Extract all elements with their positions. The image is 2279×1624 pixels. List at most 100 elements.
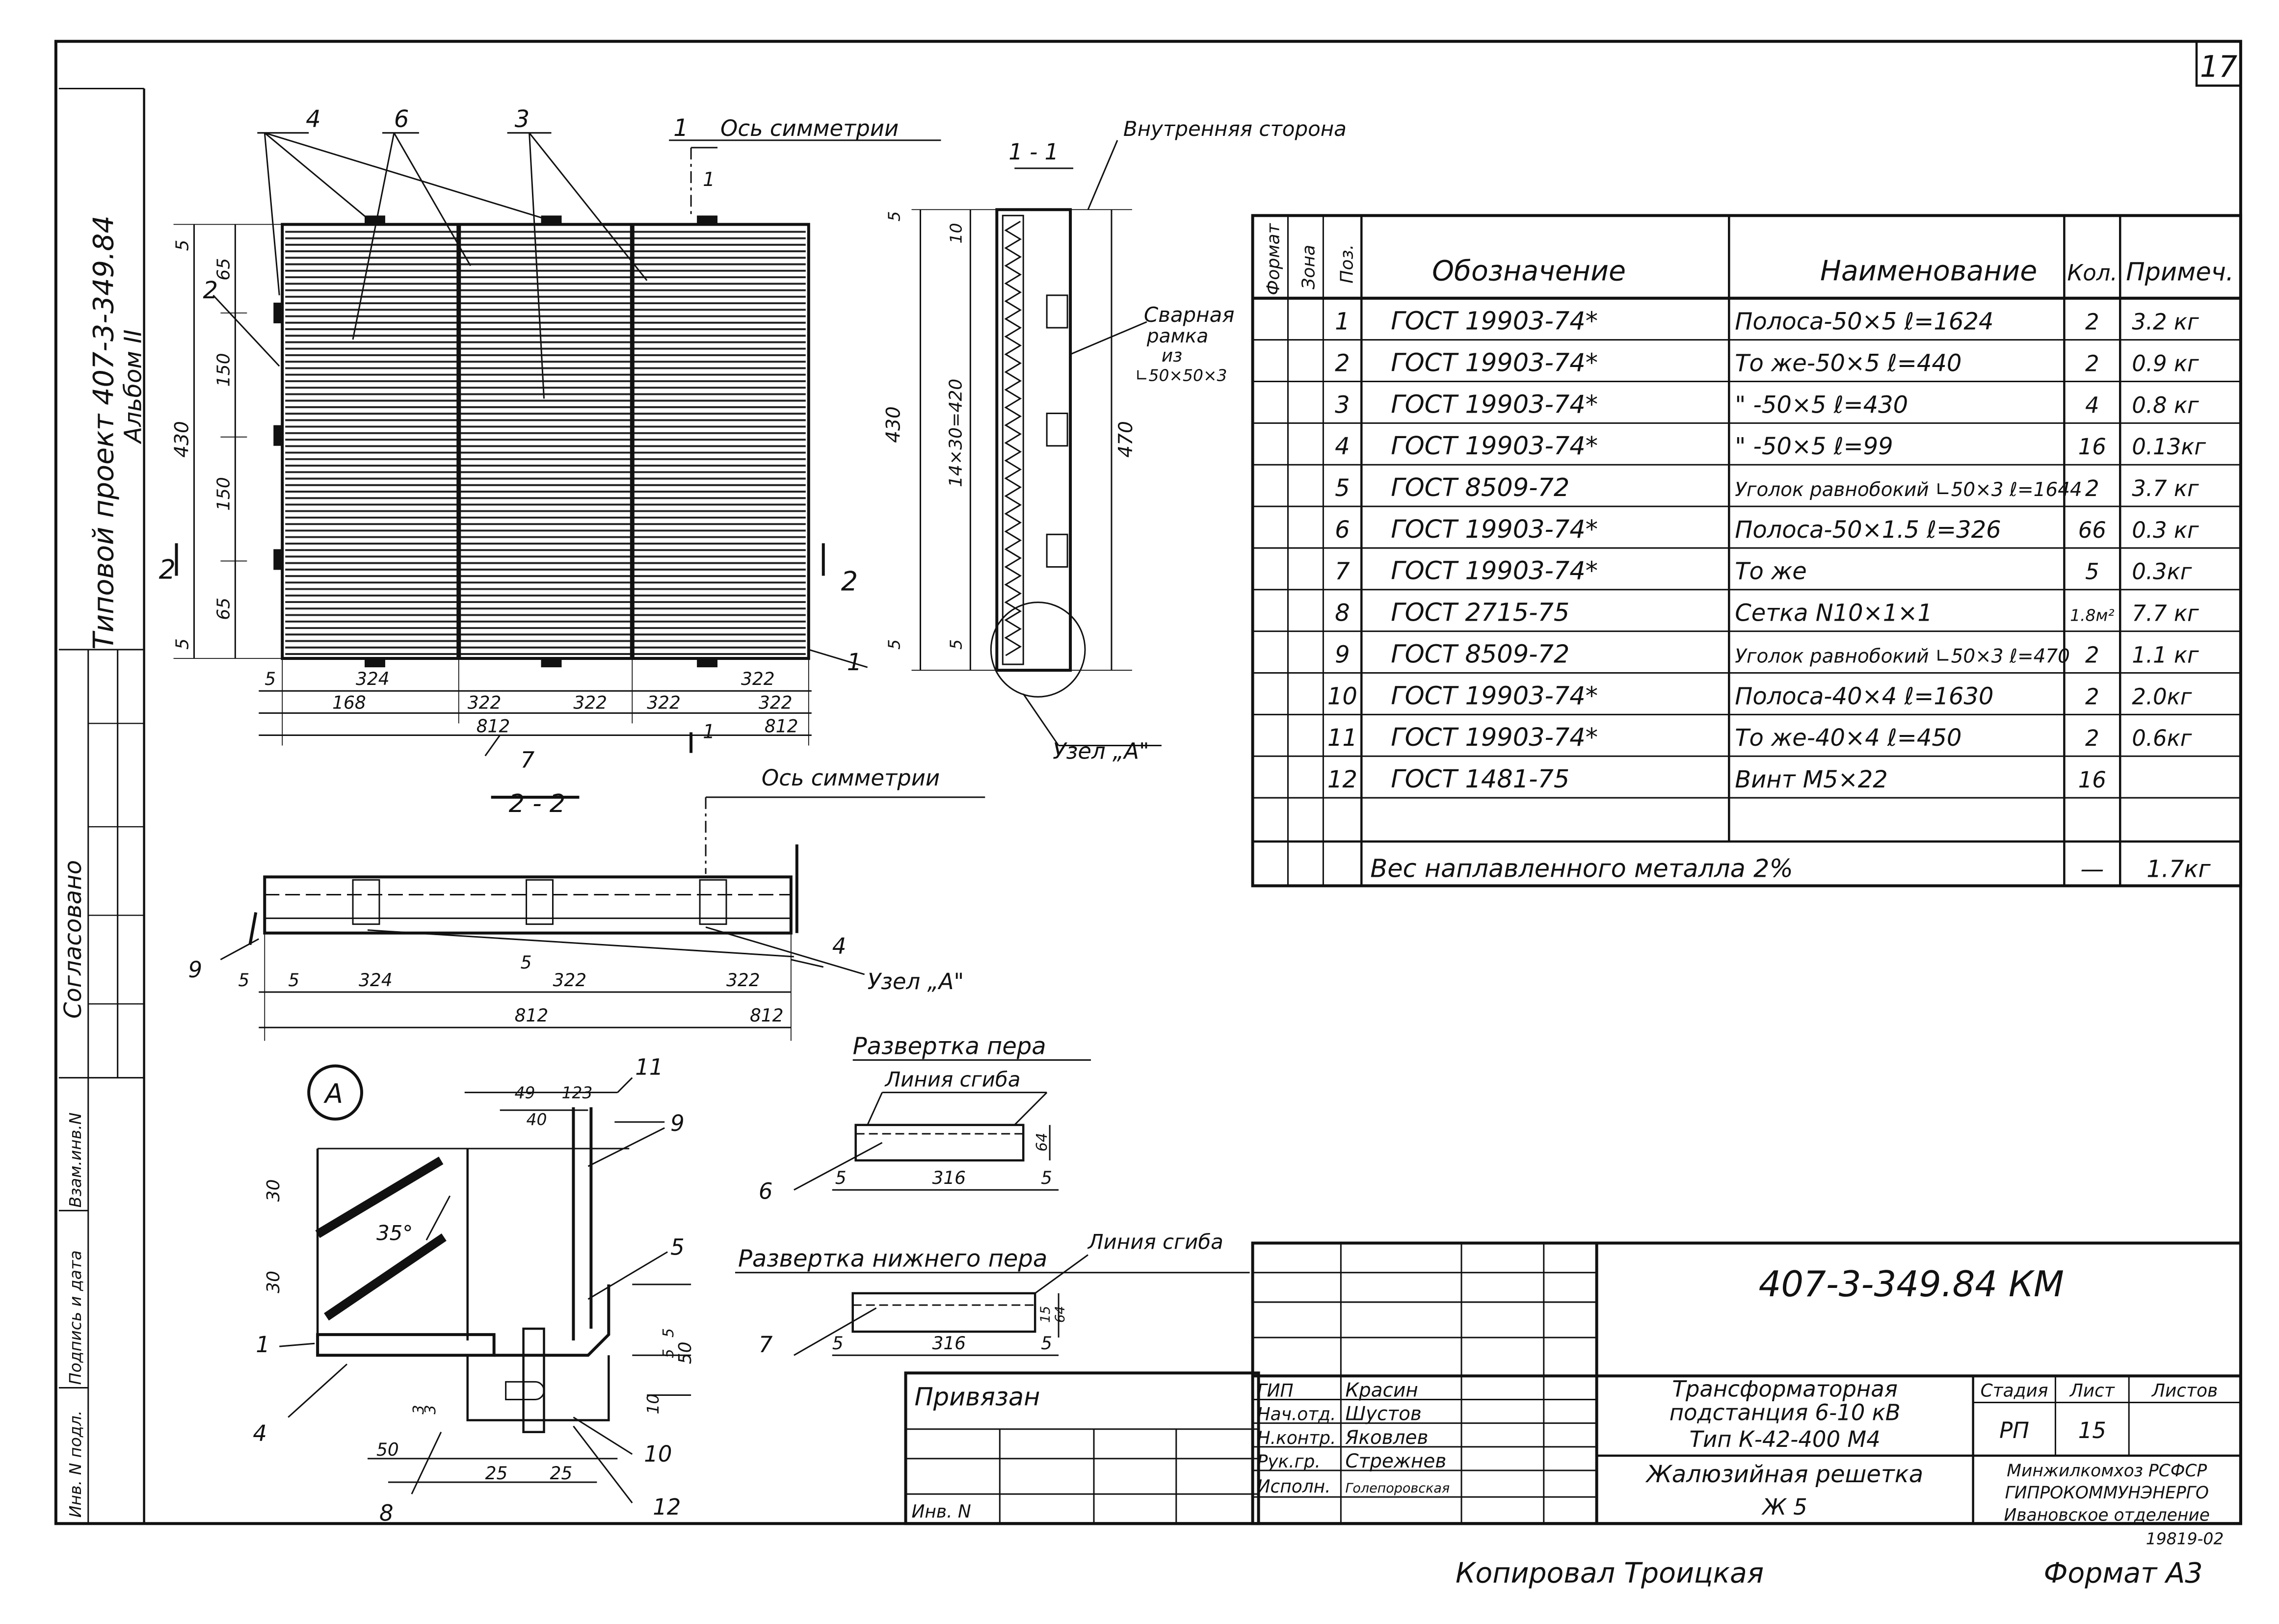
spec-cell-name: Полоса-50×1.5 ℓ=326 <box>1735 516 2001 544</box>
spec-cell-qty: 16 <box>2078 767 2106 793</box>
spec-cell-qty: 66 <box>2078 517 2106 543</box>
dim-plan-812b: 812 <box>750 1006 784 1026</box>
spec-footer-note: 1.7кг <box>2146 855 2211 883</box>
spec-cell-note: 0.3 кг <box>2132 517 2199 543</box>
section-arrow-2-left: 2 <box>159 554 176 585</box>
stage-header: Стадия <box>1981 1381 2048 1401</box>
callout-12-node: 12 <box>653 1494 681 1520</box>
dim-node-3a: 3 <box>410 1405 427 1414</box>
spec-header-format: Формат <box>1264 223 1284 295</box>
callout-11-node: 11 <box>635 1054 663 1080</box>
org-line-2: ГИПРОКОММУНЭНЕРГО <box>2005 1483 2209 1503</box>
spec-cell-qty: 2 <box>2085 350 2099 376</box>
bend-line-label-1: Линия сгиба <box>884 1068 1021 1092</box>
spec-cell-pos: 5 <box>1335 474 1350 502</box>
spec-cell-qty: 2 <box>2085 475 2099 501</box>
axis-symmetry-label-top: Ось симметрии <box>720 115 899 141</box>
dim-s11-l5b: 5 <box>885 639 904 650</box>
section-zigzag <box>1004 221 1022 656</box>
dim-front-5-top: 5 <box>173 240 193 251</box>
spec-cell-designation: ГОСТ 19903-74* <box>1391 681 1598 710</box>
tb-name: Яковлев <box>1345 1427 1428 1449</box>
tb-role: Нач.отд. <box>1257 1405 1336 1425</box>
spec-cell-pos: 8 <box>1335 599 1350 627</box>
spec-cell-pos: 2 <box>1335 349 1350 377</box>
spec-cell-designation: ГОСТ 1481-75 <box>1391 765 1569 794</box>
dim-front-b168: 168 <box>332 693 366 713</box>
spec-cell-note: 7.7 кг <box>2132 600 2199 626</box>
callout-1-top: 1 <box>673 114 688 142</box>
copied-by: Копировал Троицкая <box>1456 1557 1764 1590</box>
project-line-1: Типовой проект 407-3-349.84 <box>88 215 120 650</box>
callout-9-plan: 9 <box>188 957 202 983</box>
archive-number: 19819-02 <box>2146 1529 2224 1548</box>
spec-cell-note: 3.2 кг <box>2132 309 2199 335</box>
feather-development <box>794 1059 1091 1191</box>
org-line-1: Минжилкомхоз РСФСР <box>2007 1461 2207 1481</box>
spec-cell-designation: ГОСТ 19903-74* <box>1391 307 1598 336</box>
sheet-value: 15 <box>2078 1417 2106 1443</box>
spec-cell-qty: 2 <box>2085 725 2099 751</box>
sheet-mark: Ж 5 <box>1761 1494 1807 1520</box>
dim-node-10: 10 <box>643 1394 662 1414</box>
dim-feather-316: 316 <box>932 1168 966 1188</box>
spec-cell-name: Уголок равнобокий ∟50×3 ℓ=1644 <box>1735 479 2082 501</box>
spec-cell-name: " -50×5 ℓ=99 <box>1735 433 1893 460</box>
spec-cell-qty: 2 <box>2085 642 2099 668</box>
dim-front-150-b: 150 <box>213 477 234 511</box>
title-block <box>904 1241 2242 1525</box>
node-a-circle-label: А <box>323 1078 343 1109</box>
dim-front-b5: 5 <box>265 669 276 689</box>
vzam-inv-label: Взам.инв.N <box>66 1112 85 1207</box>
spec-cell-designation: ГОСТ 8509-72 <box>1391 473 1569 502</box>
section-2-2-view <box>220 795 985 1041</box>
spec-table: Формат Зона Поз. Обозначение Наименовани… <box>1251 214 2242 888</box>
spec-cell-name: Полоса-50×5 ℓ=1624 <box>1735 308 1993 336</box>
spec-cell-note: 1.1 кг <box>2132 642 2199 668</box>
spec-cell-qty: 4 <box>2085 392 2099 418</box>
dim-feather-5a: 5 <box>835 1168 847 1188</box>
dim-front-b812b: 812 <box>765 716 798 736</box>
callout-6-feather: 6 <box>759 1178 773 1204</box>
dim-s11-r10: 10 <box>946 223 965 243</box>
spec-cell-designation: ГОСТ 8509-72 <box>1391 640 1569 669</box>
dim-lfeather-5b: 5 <box>1041 1334 1052 1354</box>
spec-cell-pos: 12 <box>1327 766 1357 793</box>
spec-header-pos: Поз. <box>1337 244 1357 284</box>
sheet-title: Жалюзийная решетка <box>1645 1461 1923 1488</box>
spec-header-note: Примеч. <box>2126 258 2234 287</box>
privyazan-label: Привязан <box>915 1383 1040 1412</box>
spec-cell-name: Сетка N10×1×1 <box>1735 599 1933 627</box>
dim-node-123: 123 <box>561 1083 592 1102</box>
sign-date-label: Подпись и дата <box>66 1250 85 1385</box>
dim-front-b322d: 322 <box>647 693 681 713</box>
front-view <box>173 132 941 757</box>
callout-7-feather: 7 <box>759 1332 773 1358</box>
axis-symmetry-label-mid: Ось симметрии <box>762 765 940 791</box>
spec-cell-qty: 2 <box>2085 309 2099 335</box>
dim-node-49: 49 <box>515 1083 535 1102</box>
sheet-number: 17 <box>2200 50 2237 84</box>
welded-frame-label-4: ∟50×50×3 <box>1135 366 1227 385</box>
feather-dev-title: Развертка пера <box>853 1032 1046 1060</box>
dim-s11-r5: 5 <box>946 639 965 650</box>
spec-cell-name: То же <box>1735 558 1807 585</box>
dim-s11-r470: 470 <box>1115 421 1137 458</box>
spec-header-designation: Обозначение <box>1432 255 1626 288</box>
spec-cell-note: 0.13кг <box>2132 434 2206 460</box>
inv-no-podl-label: Инв. N подл. <box>66 1411 85 1518</box>
callout-9-node: 9 <box>670 1110 685 1136</box>
dim-lfeather-5a: 5 <box>832 1334 844 1354</box>
dim-front-b324: 324 <box>356 669 390 689</box>
dim-front-65-top: 65 <box>213 258 234 281</box>
sheet-header: Лист <box>2069 1381 2115 1401</box>
dim-s11-r420: 14×30=420 <box>946 379 966 487</box>
callout-1-node: 1 <box>256 1332 270 1358</box>
dim-front-b322c: 322 <box>741 669 775 689</box>
spec-cell-designation: ГОСТ 19903-74* <box>1391 390 1598 419</box>
spec-header-name: Наименование <box>1820 255 2037 288</box>
dim-plan-5c: 5 <box>521 953 532 973</box>
spec-cell-name: То же-50×5 ℓ=440 <box>1735 349 1961 377</box>
dim-feather-64: 64 <box>1034 1133 1051 1152</box>
